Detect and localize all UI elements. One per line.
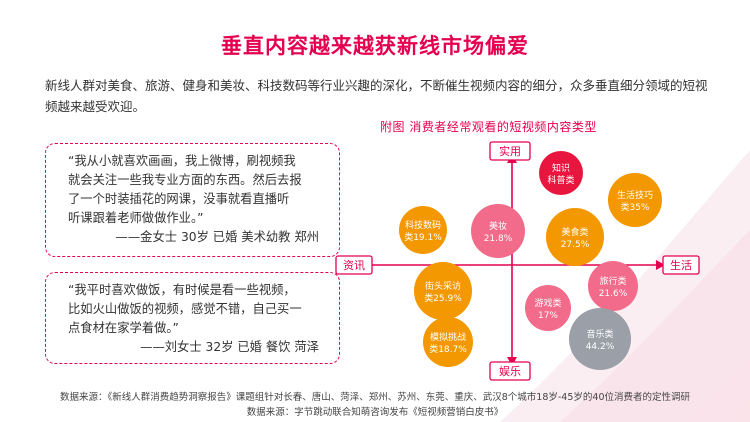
- bubble-circle: [525, 285, 571, 331]
- bubble-circle: [546, 208, 604, 266]
- bubble-label: 音乐类: [586, 328, 613, 340]
- axis-label-left: 资讯: [335, 255, 373, 275]
- bubble-label: 街头采访: [425, 280, 461, 292]
- bubble: 音乐类 44.2%: [569, 308, 631, 370]
- bubbles-group: 知识科普类生活技巧类35%科技数码类19.1%美妆21.8%美食类27.5%街头…: [399, 151, 662, 370]
- bubble-value: 21.8%: [484, 234, 513, 244]
- bubble-circle: [539, 151, 583, 195]
- bubble-label: 美食类: [561, 226, 588, 238]
- bubble-value: 类35%: [620, 201, 649, 213]
- bubble-label: 生活技巧: [617, 189, 653, 201]
- axis-label-right: 生活: [662, 255, 700, 275]
- bubble-value: 44.2%: [586, 342, 615, 352]
- bubble: 美食类 27.5%: [546, 208, 604, 266]
- bubble-value: 17%: [538, 311, 558, 321]
- bubble-value: 27.5%: [561, 240, 590, 250]
- bubble: 旅行类 21.6%: [588, 261, 638, 311]
- bubble-value: 21.6%: [599, 289, 628, 299]
- bubble-value: 类18.7%: [429, 343, 467, 355]
- quote-author: ——金女士 30岁 已婚 美术幼教 郑州: [115, 230, 319, 244]
- bubble-circle: [471, 204, 525, 258]
- bubble-label: 旅行类: [599, 275, 626, 287]
- quote-text: “我从小就喜欢画画，我上微博，刷视频我 就会关注一些我专业方面的东西。然后去报 …: [68, 154, 302, 225]
- bubble-value: 类25.9%: [424, 292, 462, 304]
- arrow-right: [656, 260, 665, 270]
- chart-caption: 附图 消费者经常观看的短视频内容类型: [380, 120, 597, 134]
- bubble-label: 游戏类: [534, 297, 561, 309]
- content-type-quadrant-chart: 实用 娱乐 资讯 生活 知识科普类生活技巧类35%科技数码类19.1%美妆21.…: [335, 141, 700, 381]
- quote-text: “我平时喜欢做饭，有时候是看一些视频， 比如火山做饭的视频，感觉不错，自己买一 …: [68, 283, 302, 335]
- source-note-2: 数据来源：字节跳动联合知萌咨询发布《短视频营销白皮书》: [246, 407, 504, 418]
- page-title: 垂直内容越来越获新线市场偏爱: [221, 34, 529, 58]
- bubble-circle: [414, 262, 472, 320]
- source-note-1: 数据来源：《新线人群消费趋势洞察报告》课题组针对长春、唐山、菏泽、郑州、苏州、东…: [60, 392, 690, 403]
- bubble-value: 科普类: [547, 174, 574, 186]
- bubble-circle: [569, 308, 631, 370]
- bubble-label: 模拟挑战: [430, 331, 466, 343]
- bubble-circle: [608, 173, 662, 227]
- bubble-circle: [399, 206, 447, 254]
- bubble: 美妆 21.8%: [471, 204, 525, 258]
- bubble-label: 美妆: [489, 220, 507, 232]
- quote-author: ——刘女士 32岁 已婚 餐饮 菏泽: [140, 340, 319, 354]
- intro-paragraph: 新线人群对美食、旅游、健身和美妆、科技数码等行业兴趣的深化，不断催生视频内容的细…: [45, 78, 708, 114]
- bubble-label: 知识: [552, 162, 570, 174]
- bubble-label: 科技数码: [405, 219, 441, 231]
- axis-label-left-text: 资讯: [343, 259, 365, 272]
- quote-box-1: “我从小就喜欢画画，我上微博，刷视频我 就会关注一些我专业方面的东西。然后去报 …: [45, 143, 340, 257]
- axis-label-bottom-text: 娱乐: [499, 364, 521, 378]
- axis-label-bottom: 娱乐: [489, 361, 531, 381]
- axis-label-right-text: 生活: [670, 258, 692, 272]
- bubble-value: 类19.1%: [404, 231, 442, 243]
- bubble-circle: [423, 317, 473, 367]
- bubble-circle: [588, 261, 638, 311]
- axis-label-top-text: 实用: [499, 144, 521, 158]
- quote-box-2: “我平时喜欢做饭，有时候是看一些视频， 比如火山做饭的视频，感觉不错，自己买一 …: [45, 272, 340, 364]
- axis-label-top: 实用: [489, 141, 531, 161]
- bubble: 游戏类 17%: [525, 285, 571, 331]
